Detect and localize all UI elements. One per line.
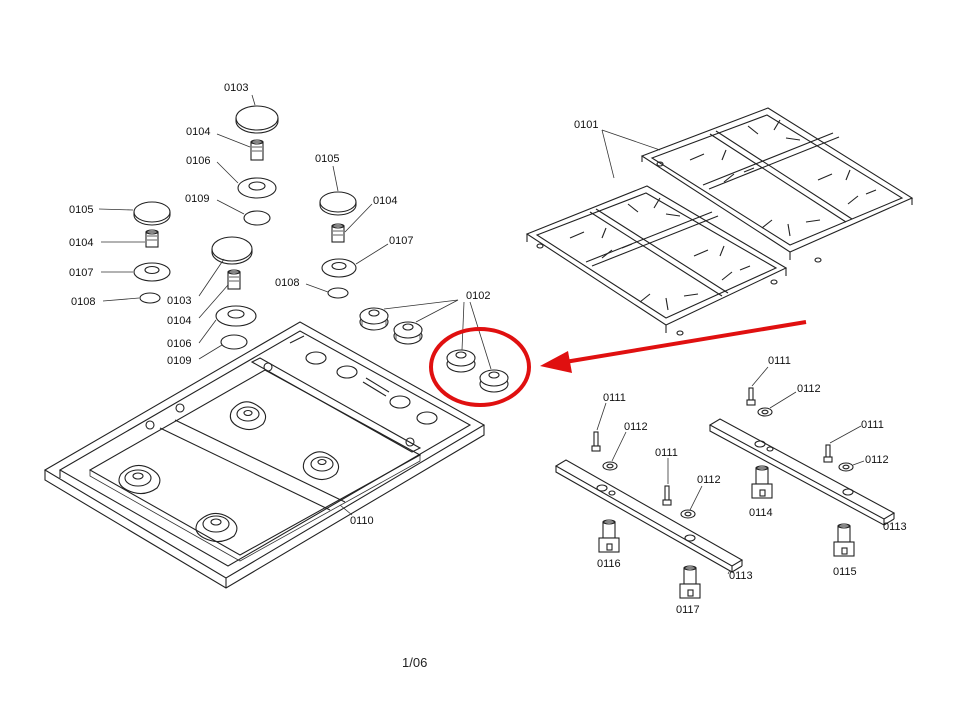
hob-tray: [43, 321, 486, 589]
electrode-2: [662, 485, 672, 506]
electrode-4: [823, 444, 833, 463]
label-valve-0117: 0117: [676, 604, 700, 616]
nut-4: [838, 462, 854, 472]
burner-cup-front: [195, 512, 238, 543]
label-crown-0106-top: 0106: [186, 155, 210, 167]
label-cap-0105-left: 0105: [69, 204, 93, 216]
injector-0117: [679, 565, 701, 599]
label-nut-0112-a: 0112: [624, 421, 648, 433]
nut-1: [602, 461, 618, 471]
label-electrode-0111-d: 0111: [861, 419, 884, 431]
electrode-3: [746, 387, 756, 406]
highlight-circle: [429, 327, 531, 407]
label-hob-0110: 0110: [350, 515, 374, 527]
highlight-arrow-shaft: [564, 320, 807, 364]
knob-4: [479, 369, 509, 393]
knob-highlight-annotation: [429, 320, 807, 407]
label-ring-0109-top: 0109: [185, 193, 209, 205]
injector-0115: [833, 523, 855, 557]
knob-2: [393, 321, 423, 345]
label-cap-0105-right: 0105: [315, 153, 339, 165]
electrode-1: [591, 431, 601, 452]
highlight-arrow-head: [540, 351, 572, 373]
burner-bar-left: [554, 459, 744, 573]
control-knobs: [359, 307, 509, 393]
nut-3: [757, 407, 773, 417]
label-crown-0106-center: 0106: [167, 338, 191, 350]
label-spreader-0104-left: 0104: [69, 237, 93, 249]
label-crown-0107-right: 0107: [389, 235, 413, 247]
label-ring-0108-left: 0108: [71, 296, 95, 308]
label-electrode-0111-b: 0111: [655, 447, 678, 459]
label-spreader-0104-right: 0104: [373, 195, 397, 207]
label-ring-0108-right: 0108: [275, 277, 299, 289]
burner-cup-right: [302, 451, 340, 481]
label-nut-0112-c: 0112: [797, 383, 821, 395]
label-bar-0113-left: 0113: [729, 570, 753, 582]
label-nut-0112-b: 0112: [697, 474, 721, 486]
knob-1: [359, 307, 389, 331]
grate-front: [525, 185, 788, 336]
label-bar-0113-right: 0113: [883, 521, 907, 533]
label-valve-0116: 0116: [597, 558, 621, 570]
grate-rear: [640, 107, 914, 263]
label-ring-0109-center: 0109: [167, 355, 191, 367]
injector-0116: [598, 519, 620, 553]
label-electrode-0111-c: 0111: [768, 355, 791, 367]
injector-0114: [751, 465, 773, 499]
burner-stack-top: [235, 105, 279, 226]
label-electrode-0111-a: 0111: [603, 392, 626, 404]
label-grate-0101: 0101: [574, 119, 598, 131]
label-crown-0107-left: 0107: [69, 267, 93, 279]
burner-cup-left: [118, 464, 161, 495]
label-spreader-0104-center: 0104: [167, 315, 191, 327]
burner-cup-rear-left: [229, 401, 267, 431]
burner-bar-right: [708, 418, 896, 526]
page-number: 1/06: [402, 655, 427, 670]
label-valve-0115: 0115: [833, 566, 857, 578]
label-spreader-0104-top: 0104: [186, 126, 210, 138]
burner-stack-right: [319, 191, 357, 299]
burner-stack-left: [133, 201, 171, 304]
label-knobs-0102: 0102: [466, 290, 490, 302]
nut-2: [680, 509, 696, 519]
label-nut-0112-d: 0112: [865, 454, 889, 466]
knob-3: [446, 349, 476, 373]
label-cap-0103-center: 0103: [167, 295, 191, 307]
label-valve-0114: 0114: [749, 507, 773, 519]
burner-stack-center: [211, 236, 257, 350]
label-cap-0103-top: 0103: [224, 82, 248, 94]
